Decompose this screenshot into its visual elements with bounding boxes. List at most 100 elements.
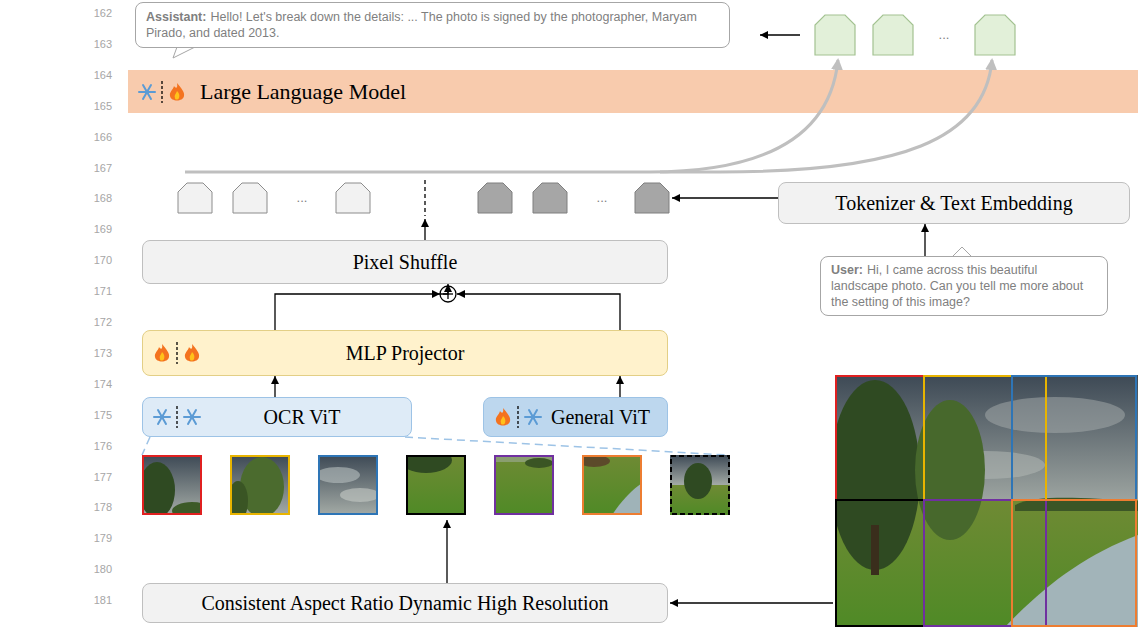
flow-curve xyxy=(185,60,838,172)
line-number: 169 xyxy=(78,222,112,236)
output-tokens xyxy=(815,15,1015,55)
trainable-status-icons xyxy=(494,406,544,428)
node-label: MLP Projector xyxy=(346,342,465,364)
visual-token xyxy=(178,183,212,213)
frozen-icon xyxy=(139,85,155,99)
ellipsis: ... xyxy=(587,189,617,207)
flow-curve xyxy=(660,60,992,172)
text-token xyxy=(533,183,567,213)
output-arrow xyxy=(760,34,800,35)
node-text: User:Hi, I came across this beautiful la… xyxy=(831,262,1097,310)
line-number: 180 xyxy=(78,562,112,576)
tokenizer-box: Tokenizer & Text Embedding xyxy=(778,182,1130,224)
line-number: 164 xyxy=(78,68,112,82)
output-token xyxy=(815,15,855,55)
trainable-icon xyxy=(155,344,169,362)
line-number: 181 xyxy=(78,593,112,607)
image-tile xyxy=(139,455,212,520)
icon-divider xyxy=(176,342,177,364)
text-token xyxy=(635,183,669,213)
text-tokens xyxy=(478,183,669,213)
general-vit-box: General ViT xyxy=(483,397,668,437)
assistant-speech-bubble: Assistant:Hello! Let's break down the de… xyxy=(135,2,730,48)
frozen-icon xyxy=(154,410,170,424)
line-number: 175 xyxy=(78,408,112,422)
trainable-icon xyxy=(170,83,184,101)
fan-line xyxy=(405,437,727,455)
trainable-status-icons xyxy=(153,342,203,364)
node-text: Pixel Shuffle xyxy=(353,251,458,274)
line-number: 162 xyxy=(78,6,112,20)
node-text: Consistent Aspect Ratio Dynamic High Res… xyxy=(201,592,608,615)
embedding-arrow xyxy=(672,197,778,198)
shuffle-arrow xyxy=(424,219,425,240)
user-speech-bubble: User:Hi, I came across this beautiful la… xyxy=(820,256,1108,316)
line-number: 176 xyxy=(78,439,112,453)
speaker-label: Assistant: xyxy=(146,10,206,24)
text-token xyxy=(478,183,512,213)
image-tile xyxy=(316,455,380,515)
flow-arrow xyxy=(619,376,620,397)
flow-arrow xyxy=(924,224,925,256)
merge-branch xyxy=(457,294,620,330)
line-number: 167 xyxy=(78,161,112,175)
node-label: Hi, I came across this beautiful landsca… xyxy=(831,263,1083,309)
node-label: Pixel Shuffle xyxy=(353,251,458,273)
node-label: Consistent Aspect Ratio Dynamic High Res… xyxy=(201,592,608,614)
trainable-status-icons xyxy=(138,81,188,103)
frozen-icon xyxy=(525,410,541,424)
node-label: Hello! Let's break down the details: ...… xyxy=(146,10,697,40)
mlp-projector-box: MLP Projector xyxy=(142,330,668,376)
speaker-label: User: xyxy=(831,263,863,277)
node-text: General ViT xyxy=(551,406,650,429)
ocr-vit-box: OCR ViT xyxy=(142,397,412,437)
line-number: 173 xyxy=(78,346,112,360)
token-separator xyxy=(424,180,425,216)
image-tile xyxy=(400,447,466,515)
line-number: 178 xyxy=(78,500,112,514)
node-text: MLP Projector xyxy=(346,342,465,365)
bubble-tail xyxy=(173,47,195,58)
node-text: Assistant:Hello! Let's break down the de… xyxy=(146,9,719,41)
line-number: 166 xyxy=(78,130,112,144)
trainable-icon xyxy=(185,344,199,362)
llm-band-fill xyxy=(128,70,1138,113)
landscape-photo xyxy=(830,375,1138,627)
output-token xyxy=(975,15,1015,55)
resolution-box: Consistent Aspect Ratio Dynamic High Res… xyxy=(142,583,668,623)
flow-arrow xyxy=(274,376,275,397)
line-number: 171 xyxy=(78,284,112,298)
line-number: 174 xyxy=(78,377,112,391)
image-tile xyxy=(228,455,290,521)
trainable-icon xyxy=(496,408,510,426)
llm-band: Large Language Model xyxy=(128,70,1138,113)
line-number: 177 xyxy=(78,470,112,484)
flow-arrow xyxy=(275,284,448,330)
visual-token xyxy=(233,183,267,213)
visual-tokens xyxy=(178,183,370,213)
ellipsis: ... xyxy=(929,26,959,44)
pixel-shuffle-box: Pixel Shuffle xyxy=(142,240,668,284)
line-number: 165 xyxy=(78,99,112,113)
line-number: 179 xyxy=(78,531,112,545)
ellipsis: ... xyxy=(287,189,317,207)
tiles-arrow xyxy=(446,520,447,583)
image-tile xyxy=(494,455,554,515)
line-number: 172 xyxy=(78,315,112,329)
trainable-status-icons xyxy=(153,406,203,428)
node-text: Tokenizer & Text Embedding xyxy=(835,192,1072,215)
output-token xyxy=(873,15,913,55)
line-number: 163 xyxy=(78,37,112,51)
line-number: 168 xyxy=(78,191,112,205)
image-tile xyxy=(578,455,642,515)
node-label: Large Language Model xyxy=(200,79,406,104)
icon-divider xyxy=(176,406,177,428)
icon-divider xyxy=(517,406,518,428)
line-number: 170 xyxy=(78,253,112,267)
photo-arrow xyxy=(670,602,833,603)
icon-divider xyxy=(161,81,162,103)
fan-line xyxy=(142,437,150,455)
node-text: OCR ViT xyxy=(264,406,341,429)
node-label: General ViT xyxy=(551,406,650,428)
